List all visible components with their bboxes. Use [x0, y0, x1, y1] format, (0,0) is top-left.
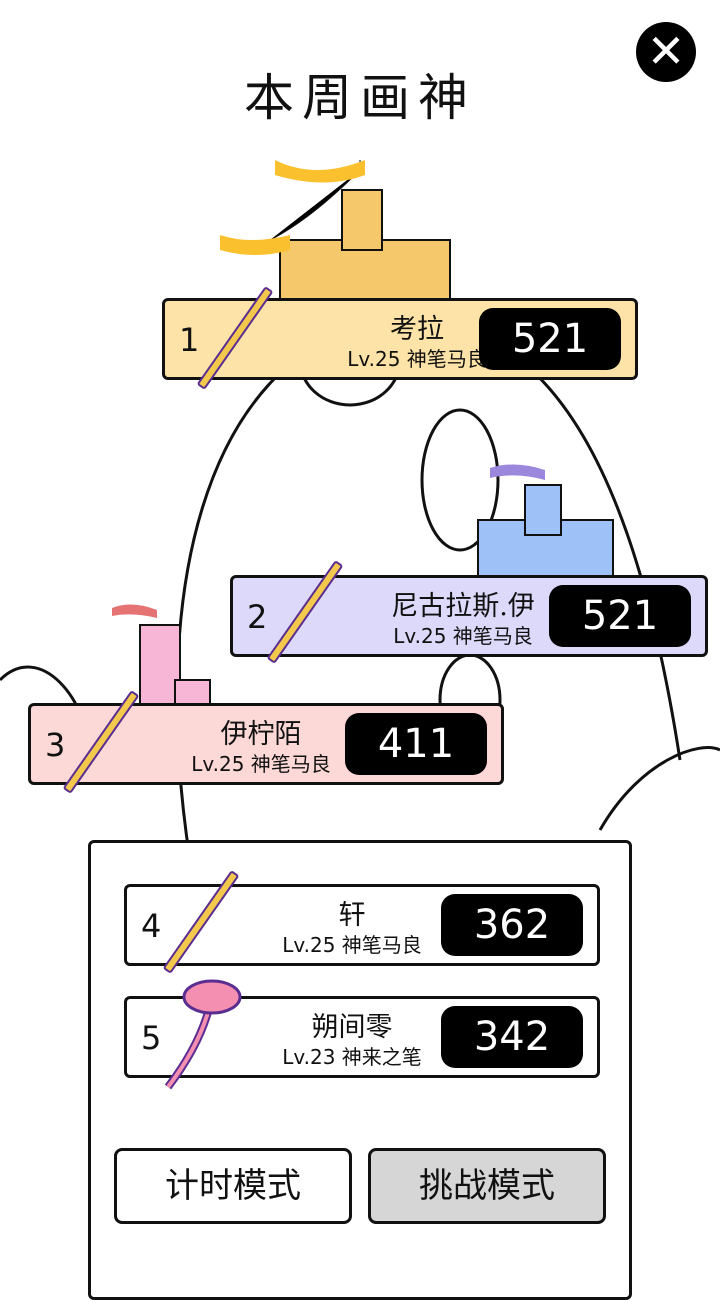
page-title: 本周画神 [244, 69, 476, 127]
player-name: 轩 [338, 900, 366, 931]
rank-card-1[interactable]: 1 考拉 Lv.25 神笔马良 521 [162, 298, 638, 380]
player-name: 尼古拉斯.伊 [391, 591, 535, 622]
player-name: 朔间零 [311, 1012, 393, 1043]
player-level: Lv.25 神笔马良 [393, 624, 533, 648]
close-icon: ✕ [646, 24, 686, 78]
player-name: 考拉 [390, 314, 444, 345]
rank-number: 3 [45, 726, 66, 764]
score-badge: 411 [345, 713, 487, 775]
player-level: Lv.25 神笔马良 [347, 347, 487, 371]
score-badge: 362 [441, 894, 583, 956]
score-badge: 342 [441, 1006, 583, 1068]
rank-number: 5 [141, 1019, 162, 1057]
player-level: Lv.25 神笔马良 [282, 933, 422, 957]
rank-card-3[interactable]: 3 伊柠陌 Lv.25 神笔马良 411 [28, 703, 504, 785]
rank-number: 2 [247, 598, 268, 636]
pink-castle-icon [112, 604, 211, 706]
player-level: Lv.23 神来之笔 [282, 1045, 422, 1069]
flower-wand-icon [164, 979, 242, 1090]
rank-number: 1 [179, 321, 200, 359]
rank-card-5[interactable]: 5 朔间零 Lv.23 神来之笔 342 [124, 996, 600, 1078]
timed-mode-button[interactable]: 计时模式 [114, 1148, 352, 1224]
challenge-mode-button[interactable]: 挑战模式 [368, 1148, 606, 1224]
player-name: 伊柠陌 [220, 719, 302, 750]
close-button[interactable]: ✕ [636, 22, 696, 82]
player-level: Lv.25 神笔马良 [191, 752, 331, 776]
score-badge: 521 [549, 585, 691, 647]
score-badge: 521 [479, 308, 621, 370]
rank-number: 4 [141, 907, 162, 945]
gold-castle-icon [220, 160, 451, 301]
rank-card-2[interactable]: 2 尼古拉斯.伊 Lv.25 神笔马良 521 [230, 575, 708, 657]
